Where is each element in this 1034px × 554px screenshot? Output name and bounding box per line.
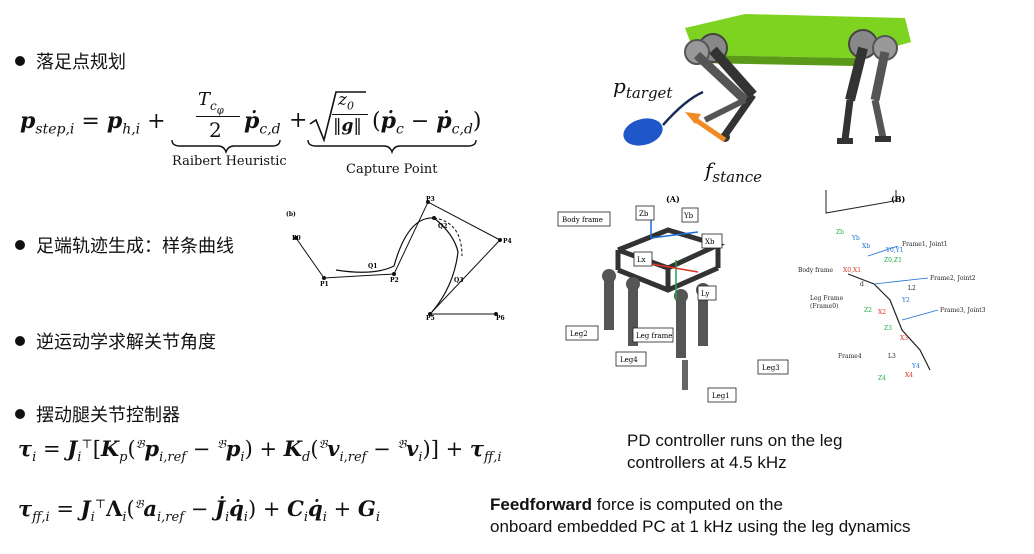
svg-text:X4: X4 — [905, 372, 913, 379]
label-f-stance: f — [705, 158, 713, 182]
svg-text:Frame2, Joint2: Frame2, Joint2 — [930, 275, 976, 282]
pd-note-line2: controllers at 4.5 kHz — [627, 453, 787, 472]
svg-text:P0: P0 — [292, 235, 301, 242]
svg-text:Y4: Y4 — [911, 363, 920, 370]
svg-text:Xb: Xb — [705, 238, 715, 246]
svg-text:Y0,Y1: Y0,Y1 — [885, 247, 903, 254]
feedforward-bold: Feedforward — [490, 495, 593, 514]
equation-foot-step: pstep,i = ph,i + Tcφ 2 ṗc,d + z0 ‖g‖ (ṗc… — [20, 89, 482, 177]
svg-text:Body frame: Body frame — [798, 267, 834, 274]
bullet-foot-placement: 落足点规划 — [36, 52, 126, 73]
svg-text:Yb: Yb — [851, 235, 860, 242]
bullet-dot — [15, 336, 25, 346]
svg-text:Leg3: Leg3 — [762, 364, 780, 372]
svg-text:P6: P6 — [496, 315, 505, 320]
svg-text:Yb: Yb — [683, 212, 694, 220]
panel-b-label: (B) — [891, 194, 906, 204]
svg-text:X2: X2 — [878, 309, 886, 316]
svg-text:Y2: Y2 — [901, 297, 910, 304]
pd-controller-note: PD controller runs on the leg controller… — [627, 430, 842, 474]
svg-text:P2: P2 — [390, 277, 399, 284]
feedforward-note: Feedforward force is computed on the onb… — [490, 494, 911, 538]
svg-text:Frame3, Joint3: Frame3, Joint3 — [940, 307, 986, 314]
svg-text:Q3: Q3 — [454, 277, 463, 284]
label-f-stance-sub: stance — [712, 168, 763, 186]
svg-text:d: d — [860, 281, 864, 288]
panel-a-label: (A) — [666, 194, 680, 204]
equation-tau: τi = Ji⊤[Kp(𝔅pi,ref − 𝔅pi) + Kd(𝔅vi,ref … — [18, 436, 502, 466]
equation-tau-ff: τff,i = Ji⊤Λi(𝔅ai,ref − J̇iq̇i) + Ciq̇i … — [18, 496, 380, 526]
bullet-dot — [15, 56, 25, 66]
svg-text:X3: X3 — [900, 335, 908, 342]
svg-text:Z3: Z3 — [884, 325, 892, 332]
svg-text:Z4: Z4 — [878, 375, 886, 382]
bullet-dot — [15, 409, 25, 419]
label-raibert-heuristic: Raibert Heuristic — [172, 154, 287, 169]
svg-text:Lx: Lx — [637, 256, 646, 264]
svg-text:L2: L2 — [908, 285, 916, 292]
svg-text:Leg frame: Leg frame — [636, 332, 672, 340]
svg-text:Zb: Zb — [639, 210, 649, 218]
svg-text:Leg1: Leg1 — [712, 392, 730, 400]
svg-text:Body frame: Body frame — [562, 216, 603, 224]
pd-note-line1: PD controller runs on the leg — [627, 431, 843, 450]
label-p-target: p — [613, 74, 626, 98]
bullet-dot — [15, 240, 25, 250]
svg-text:X0,X1: X0,X1 — [843, 267, 861, 274]
label-capture-point: Capture Point — [346, 162, 438, 177]
svg-text:P1: P1 — [320, 281, 329, 288]
bullet-trajectory: 足端轨迹生成：样条曲线 — [36, 236, 234, 257]
svg-text:Frame4: Frame4 — [838, 353, 862, 360]
svg-text:(Frame0): (Frame0) — [810, 303, 838, 310]
feedforward-line2: onboard embedded PC at 1 kHz using the l… — [490, 517, 911, 536]
svg-text:Leg2: Leg2 — [570, 330, 588, 338]
feedforward-rest: force is computed on the — [592, 495, 783, 514]
svg-text:Z0,Z1: Z0,Z1 — [884, 257, 902, 264]
svg-text:P4: P4 — [503, 238, 512, 245]
svg-text:Leg4: Leg4 — [620, 356, 638, 364]
svg-text:Zb: Zb — [836, 229, 844, 236]
svg-text:Xb: Xb — [862, 243, 870, 250]
svg-text:Q2: Q2 — [438, 223, 447, 230]
robot-image: ptarget fstance — [605, 0, 920, 190]
svg-text:Ly: Ly — [701, 290, 710, 298]
svg-text:P5: P5 — [426, 315, 435, 320]
svg-text:L3: L3 — [888, 353, 896, 360]
bullet-joint-controller: 摆动腿关节控制器 — [36, 405, 180, 426]
svg-text:Frame1, Joint1: Frame1, Joint1 — [902, 241, 948, 248]
bullet-inverse-kinematics: 逆运动学求解关节角度 — [36, 332, 216, 353]
svg-text:Leg Frame: Leg Frame — [810, 295, 844, 302]
label-p-target-sub: target — [625, 84, 673, 102]
svg-text:Z2: Z2 — [864, 307, 872, 314]
spline-panel-label: (b) — [286, 211, 296, 218]
svg-text:P3: P3 — [426, 196, 435, 203]
svg-text:Q1: Q1 — [368, 263, 377, 270]
sqrt-symbol — [309, 91, 366, 143]
